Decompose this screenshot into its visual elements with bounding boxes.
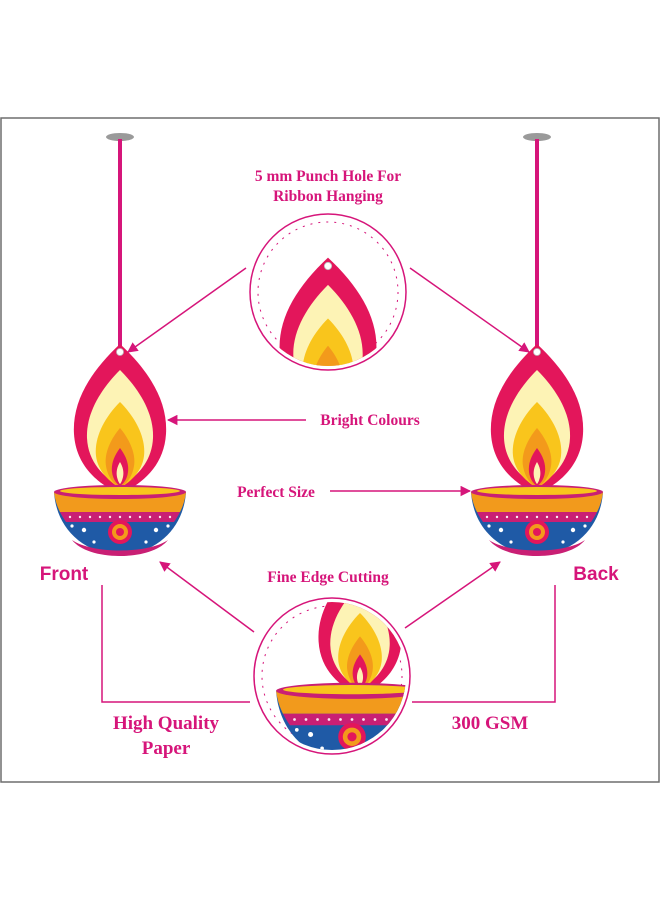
- back-label: Back: [573, 564, 619, 585]
- frame-border: [0, 117, 660, 783]
- arrow-top-to-front: [127, 267, 247, 353]
- bright-colours-label: Bright Colours: [320, 412, 419, 429]
- diya-front-icon: [54, 343, 186, 556]
- perfect-size-label: Perfect Size: [237, 484, 315, 501]
- quality-label-line2: Paper: [142, 738, 191, 759]
- diya-zoom-icon: [276, 602, 406, 750]
- front-label: Front: [40, 564, 89, 585]
- arrow-top-to-back: [409, 267, 530, 353]
- bracket-lines: [101, 585, 556, 703]
- arrow-bottom-to-back: [404, 561, 501, 629]
- fine-edge-label: Fine Edge Cutting: [267, 569, 389, 586]
- gsm-label: 300 GSM: [452, 713, 529, 734]
- quality-label-line1: High Quality: [113, 713, 220, 734]
- arrow-bottom-to-front: [159, 561, 255, 633]
- punch-hole-label-line1: 5 mm Punch Hole For: [255, 168, 401, 185]
- connector-arrows: [127, 267, 530, 633]
- hanger-right: [523, 133, 551, 352]
- punch-hole-flame-icon: [279, 257, 377, 366]
- punch-hole-label-line2: Ribbon Hanging: [273, 188, 383, 205]
- hanger-left: [106, 133, 134, 352]
- edge-cutting-zoom: [253, 597, 411, 755]
- diya-back-icon: [471, 343, 603, 556]
- punch-hole-zoom: [249, 213, 407, 371]
